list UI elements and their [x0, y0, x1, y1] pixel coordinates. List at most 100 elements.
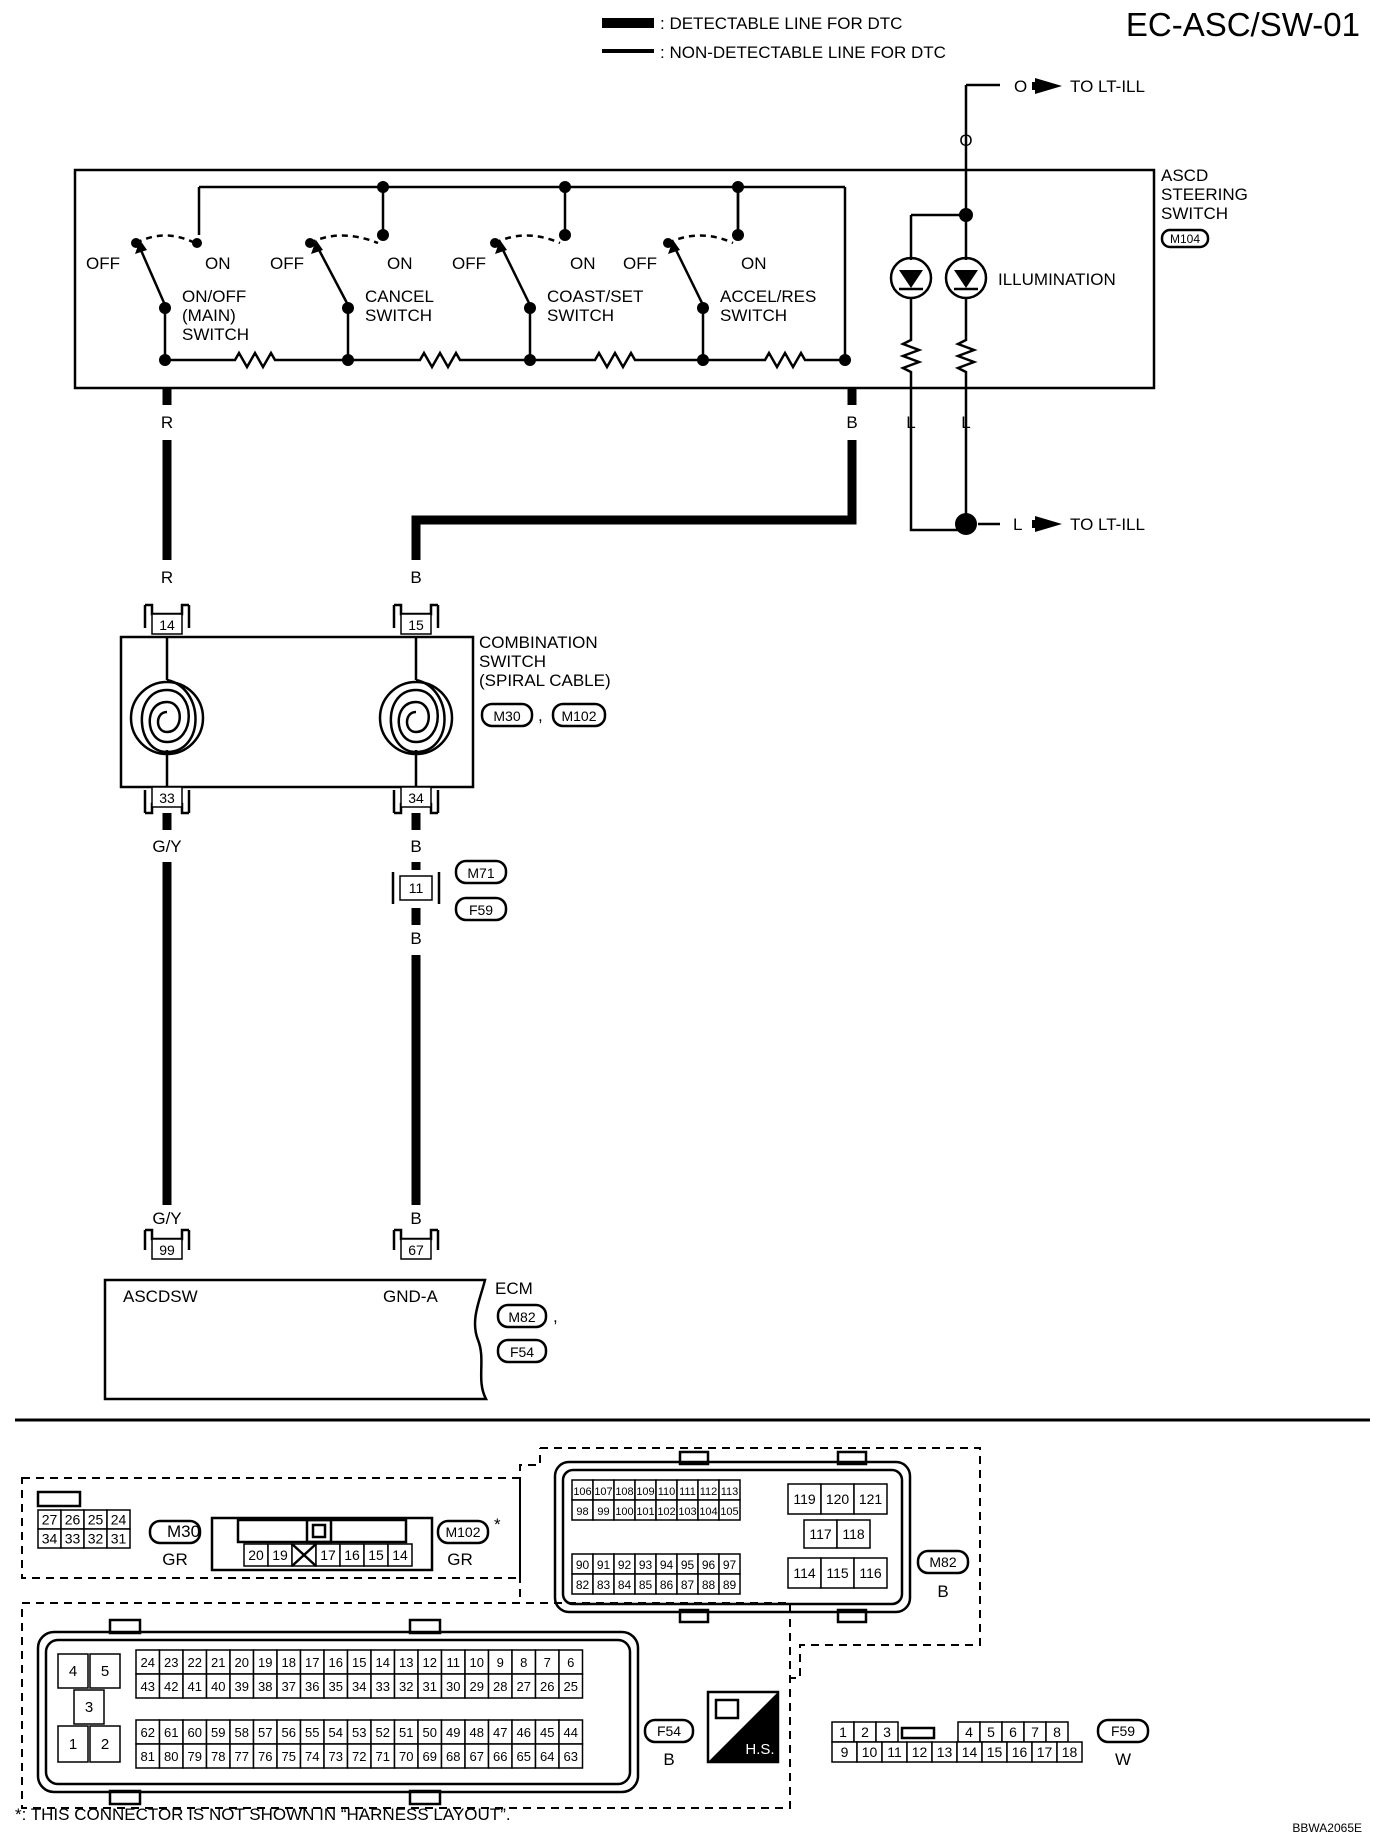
m82-pin-82-label: 82 — [576, 1578, 590, 1592]
f59-pin-12-label: 12 — [912, 1744, 928, 1760]
f54-pin-45-label: 45 — [540, 1725, 554, 1740]
on-label-4: ON — [741, 254, 767, 273]
f54-pin-14-label: 14 — [376, 1655, 390, 1670]
off-label-4: OFF — [623, 254, 657, 273]
switch-2-label-1: CANCEL — [365, 287, 434, 306]
f54-pin-2-cell — [89, 1725, 121, 1763]
f54-pin-67-label: 67 — [470, 1749, 484, 1764]
combination-switch-label-1: COMBINATION — [479, 633, 598, 652]
f54-pin-11-label: 11 — [447, 1655, 461, 1670]
f59-pin-4-label: 4 — [965, 1724, 973, 1740]
m82-pin-121-label: 121 — [859, 1491, 883, 1507]
joint-pin-11: 11 — [409, 880, 424, 896]
f54-pin-21-label: 21 — [211, 1655, 225, 1670]
f54-pin-6-label: 6 — [567, 1655, 574, 1670]
m82-pin-91-label: 91 — [597, 1558, 611, 1572]
wire-color-b-5: B — [410, 1209, 421, 1228]
m82-pin-83-label: 83 — [597, 1578, 611, 1592]
wire-color-b-4: B — [410, 929, 421, 948]
f54-pin-76-label: 76 — [258, 1749, 272, 1764]
off-label-3: OFF — [452, 254, 486, 273]
comma-2: , — [553, 1307, 558, 1326]
pin-99: 99 — [159, 1242, 175, 1258]
f54-pin-10-label: 10 — [470, 1655, 484, 1670]
m30-pin-34-label: 34 — [42, 1531, 58, 1547]
f54-pin-33-label: 33 — [376, 1679, 390, 1694]
f54-pin-59-label: 59 — [211, 1725, 225, 1740]
switch-common-bus — [197, 185, 740, 235]
f54-pin-50-label: 50 — [423, 1725, 437, 1740]
off-label-1: OFF — [86, 254, 120, 273]
wire-color-l-1: L — [906, 413, 915, 432]
m82-pin-119-label: 119 — [793, 1491, 816, 1507]
f54-pin-30-label: 30 — [446, 1679, 460, 1694]
wire-color-l-2: L — [961, 413, 970, 432]
f54-pin-38-label: 38 — [258, 1679, 272, 1694]
connector-f59-tag — [454, 896, 508, 922]
legend-detectable: : DETECTABLE LINE FOR DTC — [660, 14, 902, 33]
wire-color-b-3: B — [410, 837, 421, 856]
f59-pin-5-label: 5 — [987, 1724, 995, 1740]
connector-f54: F54 — [510, 1344, 534, 1360]
footnote: *: THIS CONNECTOR IS NOT SHOWN IN “HARNE… — [15, 1805, 511, 1824]
f54-pin-3-label: 3 — [85, 1699, 93, 1716]
pin-67: 67 — [408, 1242, 424, 1258]
f54-pin-70-label: 70 — [399, 1749, 413, 1764]
f59-pin-18-label: 18 — [1062, 1744, 1078, 1760]
m102-id: M102 — [445, 1524, 480, 1540]
connector-m82: M82 — [508, 1309, 535, 1325]
switch-3-label-2: SWITCH — [547, 306, 614, 325]
m82-pin-113-label: 113 — [721, 1486, 739, 1498]
pin-33: 33 — [159, 790, 175, 806]
f54-pin-79-label: 79 — [188, 1749, 202, 1764]
switch-3-label-1: COAST/SET — [547, 287, 643, 306]
f54-pin-27-label: 27 — [517, 1679, 531, 1694]
f54-pin-43-label: 43 — [141, 1679, 155, 1694]
f59-pin-14-label: 14 — [962, 1744, 978, 1760]
spiral-cable-icon-1 — [129, 678, 205, 756]
bus-dots — [377, 181, 744, 241]
f54-pin-62-label: 62 — [141, 1725, 155, 1740]
ascd-title-1: ASCD — [1161, 166, 1208, 185]
f59-id-tag — [1096, 1718, 1150, 1744]
spiral-leads — [165, 637, 418, 787]
f54-pin-4-label: 4 — [69, 1663, 77, 1680]
connector-m104-tag — [1160, 228, 1210, 249]
joint-pin-box — [399, 875, 433, 901]
f54-pin-81-label: 81 — [141, 1749, 155, 1764]
f54-pin-74-label: 74 — [305, 1749, 319, 1764]
pin-34-box — [400, 786, 432, 808]
combination-switch-label-2: SWITCH — [479, 652, 546, 671]
switch-cancel: OFF ON CANCEL SWITCH — [270, 234, 434, 360]
m102-pin-19-label: 19 — [272, 1547, 288, 1563]
f54-pin-77-label: 77 — [235, 1749, 249, 1764]
f54-pin-53-label: 53 — [352, 1725, 366, 1740]
off-label-2: OFF — [270, 254, 304, 273]
m30-pin-31-label: 31 — [111, 1531, 127, 1547]
f59-pin-1-label: 1 — [839, 1724, 847, 1740]
connector-m71-tag — [454, 859, 508, 885]
f54-pin-26-label: 26 — [540, 1679, 554, 1694]
switch-1-label-3: SWITCH — [182, 325, 249, 344]
ecm-box — [103, 1278, 489, 1401]
on-label-1: ON — [205, 254, 231, 273]
f59-pin-6-label: 6 — [1009, 1724, 1017, 1740]
wire-color-b-2: B — [410, 568, 421, 587]
m82-pin-115-label: 115 — [826, 1565, 849, 1581]
ascd-steering-switch-box — [73, 168, 1156, 390]
f54-pin-5-cell — [89, 1653, 121, 1689]
f54-pin-71-label: 71 — [376, 1749, 390, 1764]
m82-pin-88-label: 88 — [702, 1578, 716, 1592]
wire-color-gy-2: G/Y — [152, 1209, 181, 1228]
detectable-line-swatch — [602, 18, 654, 28]
ascd-title-2: STEERING — [1161, 185, 1248, 204]
f59-pin-7-label: 7 — [1031, 1724, 1039, 1740]
m82-id-tag — [916, 1549, 970, 1575]
pin-15: 15 — [408, 617, 424, 633]
f54-pin-31-label: 31 — [423, 1679, 437, 1694]
f54-id-tag — [643, 1718, 695, 1744]
f59-pin-11-label: 11 — [887, 1744, 902, 1760]
